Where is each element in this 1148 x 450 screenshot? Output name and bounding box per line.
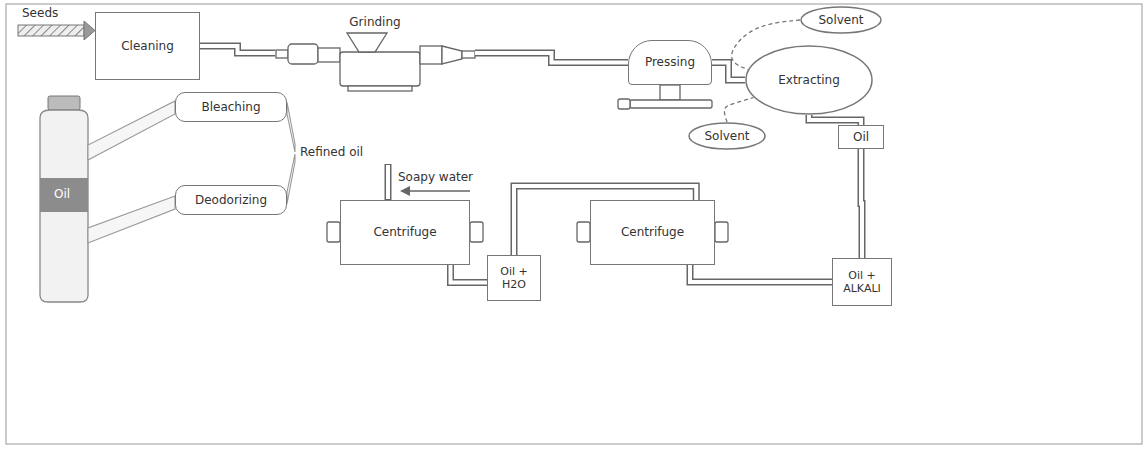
node-text: Solvent <box>704 129 749 143</box>
pipe-bore <box>809 115 861 125</box>
press-knob <box>618 99 630 109</box>
seed-feed <box>18 25 84 36</box>
pipe-wall <box>861 149 862 258</box>
soapy-water-arrowhead <box>400 186 410 196</box>
node-text: Oil <box>853 130 869 144</box>
pipe-connector <box>451 265 488 283</box>
process-box: Bleaching <box>175 92 287 122</box>
refined-oil-pipe <box>386 165 390 199</box>
oil-tank: Oil <box>838 125 884 149</box>
pipe-bore <box>690 265 832 282</box>
pipe-wall <box>475 53 628 63</box>
pipe-bore <box>200 46 275 53</box>
refined-oil-pipe <box>385 164 392 200</box>
pipe-bore <box>451 265 488 283</box>
refined-link <box>287 154 295 204</box>
knob <box>715 222 728 242</box>
node-text: Centrifuge <box>621 225 684 239</box>
knob <box>470 222 483 242</box>
flow-label: Soapy water <box>398 170 473 184</box>
mix-tank: Oil + ALKALI <box>832 258 892 306</box>
hopper <box>347 33 387 52</box>
node-text: Extracting <box>778 73 840 87</box>
solvent-ellipse: Solvent <box>800 6 882 34</box>
node-text: Centrifuge <box>373 225 436 239</box>
pipe-wall <box>809 115 861 125</box>
refining-links <box>88 101 295 243</box>
ellipse-outline <box>689 123 765 149</box>
press-vessel: Pressing <box>628 40 712 85</box>
process-box: Deodorizing <box>175 185 287 215</box>
process-box: Cleaning <box>95 12 200 80</box>
bottle-band <box>40 178 88 212</box>
node-text: Solvent <box>818 13 863 27</box>
frame-border <box>6 4 1142 444</box>
bottle-link <box>88 101 175 160</box>
refined-link <box>287 102 295 152</box>
node-text: Cleaning <box>121 39 174 53</box>
solvent-ellipse: Solvent <box>688 122 766 150</box>
connector-line <box>712 63 745 81</box>
node-text: Oil + H2O <box>493 265 535 291</box>
roller-cylinder <box>288 44 318 64</box>
pipe-connector <box>200 46 275 53</box>
pipe-connector <box>809 115 861 125</box>
knob <box>577 222 590 242</box>
pipe-bore <box>861 149 862 258</box>
solvent-flow <box>724 98 753 123</box>
connector-line <box>809 115 861 125</box>
pipe-bore <box>475 53 628 63</box>
pipe-wall <box>451 265 488 283</box>
feed-arrowhead <box>84 21 95 40</box>
pipe-connector <box>475 53 628 63</box>
press-stand <box>618 85 712 109</box>
ellipse-outline <box>801 7 881 33</box>
bottle-link <box>88 196 175 243</box>
press-column <box>660 85 680 100</box>
bottle-label: Oil <box>54 187 70 201</box>
node-text: Grinding <box>349 15 400 29</box>
pipe-connector <box>861 149 862 258</box>
node-text: Pressing <box>645 55 695 69</box>
pipe-connector <box>712 63 745 81</box>
outlet-cone <box>442 46 462 64</box>
bottle-cap <box>48 96 80 110</box>
pipe-wall <box>200 46 275 53</box>
coupling <box>318 48 340 62</box>
mill-body <box>340 52 420 86</box>
connector-line <box>200 46 275 53</box>
pipe-wall <box>712 63 745 81</box>
node-text: Deodorizing <box>195 193 267 207</box>
press-base <box>630 100 712 108</box>
input-label: Seeds <box>22 6 58 20</box>
pipe-stub <box>276 50 288 58</box>
connector-line <box>475 53 628 63</box>
node-text: Bleaching <box>201 100 260 114</box>
pipe-connector <box>690 265 832 282</box>
pipe-stub <box>462 51 475 58</box>
centrifuge-box: Centrifuge <box>340 200 470 265</box>
centrifuge-box: Centrifuge <box>590 200 715 265</box>
stage-label: Refined oil <box>300 145 363 159</box>
ellipse-outline <box>746 46 872 114</box>
connector-line <box>451 265 488 283</box>
bottle-body <box>40 110 88 302</box>
oil-bottle <box>40 96 88 302</box>
connector-line <box>724 98 753 123</box>
mill-base <box>348 86 412 91</box>
pipe-wall <box>690 265 832 282</box>
extractor-ellipse: Extracting <box>745 45 873 115</box>
grinding-machine <box>276 33 475 91</box>
machine-label: Grinding <box>275 12 475 94</box>
connector-line <box>861 149 862 258</box>
connector-line <box>690 265 832 282</box>
mix-tank: Oil + H2O <box>487 255 541 301</box>
knob <box>327 222 340 242</box>
node-text: Oil + ALKALI <box>838 269 886 295</box>
soapy-water-arrow <box>408 190 470 191</box>
coupling <box>420 46 442 64</box>
pipe-bore <box>712 63 745 81</box>
